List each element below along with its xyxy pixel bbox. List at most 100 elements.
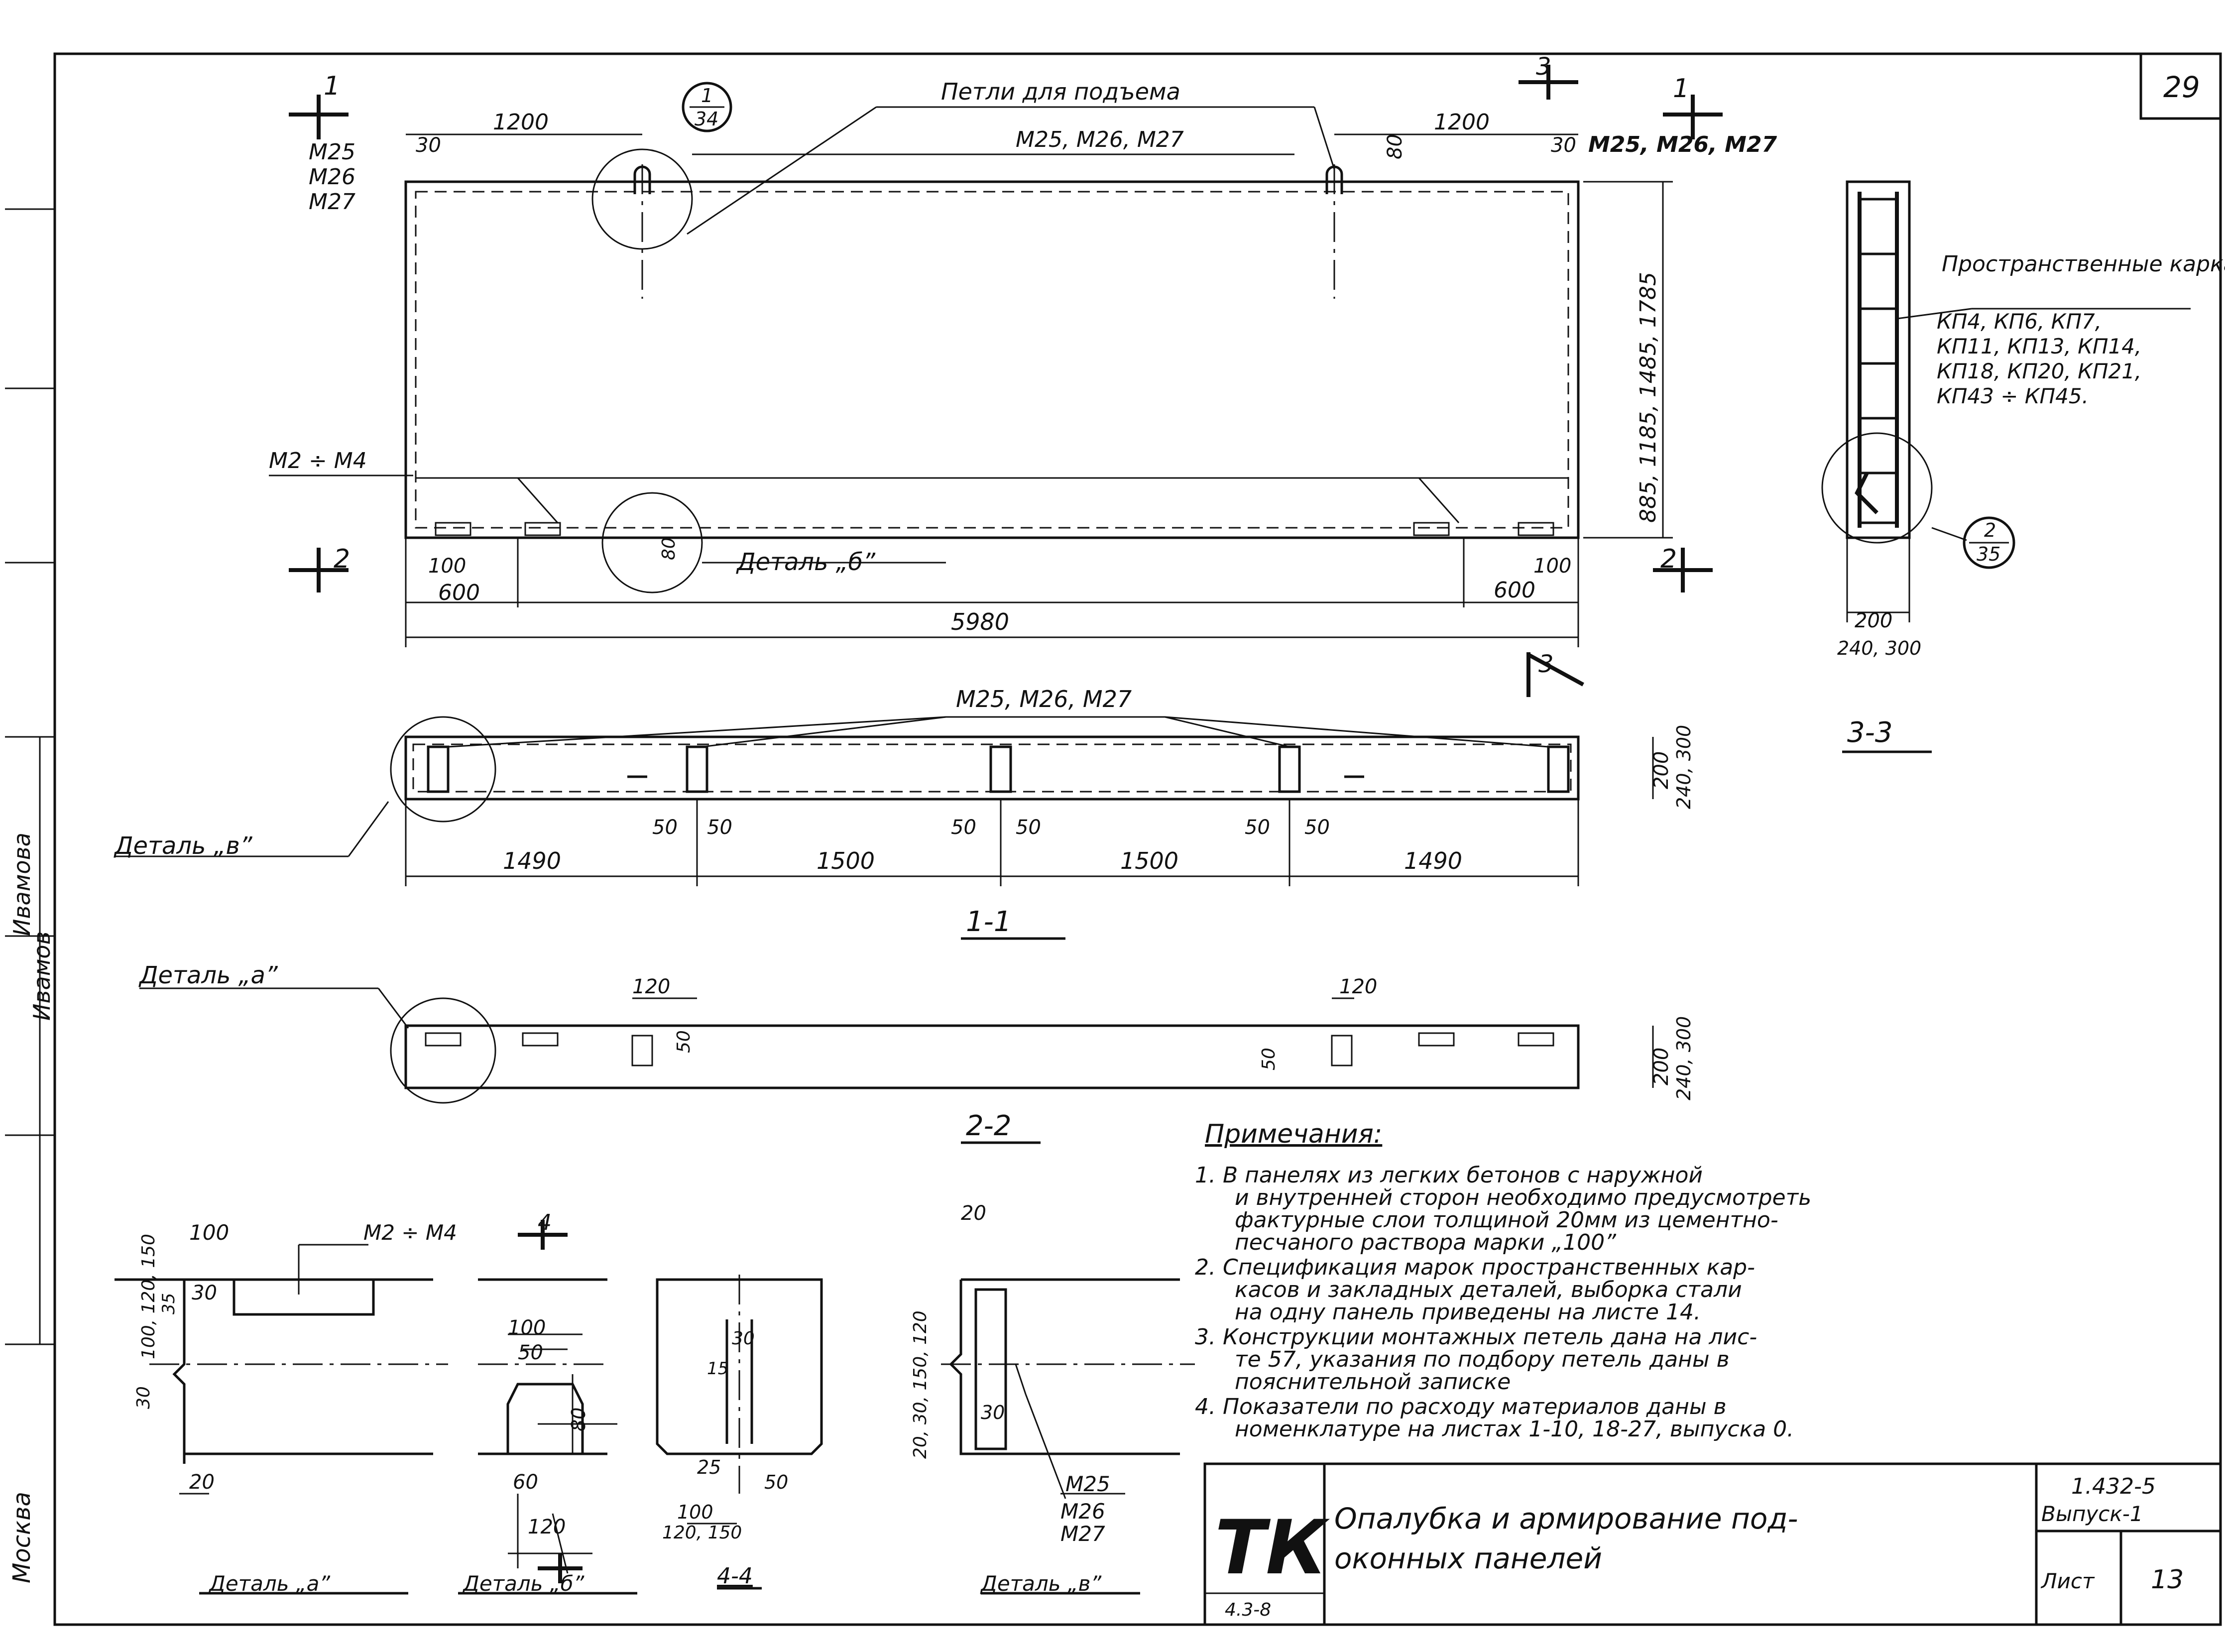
note-line-11: 4. Показатели по расходу материалов даны… bbox=[1195, 1394, 1727, 1419]
mark-v-3: М27 bbox=[1060, 1522, 1105, 1546]
sidebar-name-1: Ивамова bbox=[8, 832, 35, 936]
ref-circle-2-35 bbox=[1963, 516, 2015, 569]
note-line-9: те 57, указания по подбору петель даны в bbox=[1235, 1347, 1730, 1372]
dim-120-left: 120 bbox=[632, 975, 670, 998]
panel-plan-view bbox=[404, 148, 1580, 593]
dim-25-44: 25 bbox=[697, 1456, 721, 1478]
dim-50-4: 50 bbox=[1016, 816, 1041, 839]
span-2: 1500 bbox=[817, 847, 875, 874]
dim-200-22: 200 bbox=[1650, 1048, 1673, 1085]
dim-20-v: 20 bbox=[961, 1202, 986, 1225]
dims-v: 20, 30, 150, 120 bbox=[910, 1310, 931, 1459]
note-line-8: 3. Конструкции монтажных петель дана на … bbox=[1195, 1324, 1757, 1350]
note-line-1: 1. В панелях из легких бетонов с наружно… bbox=[1195, 1163, 1703, 1188]
dim-600-right: 600 bbox=[1494, 578, 1535, 603]
issue-label: Выпуск-1 bbox=[2041, 1502, 2143, 1526]
title-block bbox=[1203, 1462, 2222, 1626]
dim-50-44: 50 bbox=[764, 1471, 788, 1493]
dim-50-22-left: 50 bbox=[674, 1030, 694, 1053]
dim-15-44: 15 bbox=[707, 1359, 728, 1379]
detail-b-label: Деталь „б” bbox=[462, 1571, 585, 1596]
sheet-number-box bbox=[2139, 52, 2222, 120]
dim-30-a: 30 bbox=[192, 1282, 217, 1304]
span-1: 1490 bbox=[503, 847, 561, 874]
section-2-2-drawing bbox=[139, 987, 1654, 1144]
dim-50-b: 50 bbox=[518, 1341, 543, 1364]
dim-30-44: 30 bbox=[732, 1328, 755, 1349]
note-line-3: фактурные слои толщиной 20мм из цементно… bbox=[1235, 1207, 1778, 1233]
notes-list: 1. В панелях из легких бетонов с наружно… bbox=[1195, 1163, 1811, 1442]
dim-240-11: 240, 300 bbox=[1673, 725, 1695, 809]
dim-30b-a: 30 bbox=[133, 1386, 154, 1409]
note-line-10: пояснительной записке bbox=[1235, 1369, 1511, 1395]
cages-list-2: КП11, КП13, КП14, bbox=[1937, 334, 2141, 358]
section-4-4-label: 4-4 bbox=[717, 1563, 753, 1589]
detail-b-drawing bbox=[458, 1278, 637, 1595]
span-4: 1490 bbox=[1404, 847, 1462, 874]
dim-30-v: 30 bbox=[981, 1402, 1005, 1423]
dim-150-44: 120, 150 bbox=[662, 1523, 742, 1543]
detail-a-label: Деталь „а” bbox=[208, 1571, 331, 1596]
cages-list-1: КП4, КП6, КП7, bbox=[1937, 309, 2102, 334]
cages-list-4: КП43 ÷ КП45. bbox=[1937, 384, 2089, 408]
dim-80-bottom: 80 bbox=[659, 537, 679, 560]
title-logo-sub: 4.3-8 bbox=[1225, 1600, 1271, 1620]
note-line-4: песчаного раствора марки „100” bbox=[1235, 1230, 1617, 1255]
dim-20-a: 20 bbox=[189, 1471, 215, 1494]
dim-50-2: 50 bbox=[707, 816, 732, 839]
cages-title: Пространственные каркасы bbox=[1942, 251, 2225, 277]
marks-mid: М25, М26, М27 bbox=[1016, 127, 1184, 152]
mark-a: М2 ÷ М4 bbox=[363, 1220, 457, 1245]
dim-240-22: 240, 300 bbox=[1673, 1016, 1695, 1100]
dim-1200-right: 1200 bbox=[1434, 110, 1490, 135]
title-logo: ТК bbox=[1215, 1505, 1330, 1591]
note-line-7: на одну панель приведены на листе 14. bbox=[1235, 1299, 1701, 1325]
sheet-number: 29 bbox=[2163, 70, 2200, 104]
marks-left-3: М27 bbox=[309, 189, 355, 215]
sheet-label: Лист bbox=[2040, 1569, 2095, 1593]
dim-30-left: 30 bbox=[416, 134, 441, 157]
cut-marks-plan bbox=[289, 65, 1723, 697]
dim-200-33: 200 bbox=[1855, 609, 1892, 632]
notes-title: Примечания: bbox=[1205, 1119, 1382, 1149]
dim-30-right: 30 bbox=[1551, 134, 1576, 157]
section-1-1-drawing bbox=[115, 716, 1654, 940]
cut-3-top: 3 bbox=[1536, 53, 1551, 81]
dim-50-6: 50 bbox=[1304, 816, 1330, 839]
marks-1-1: М25, М26, М27 bbox=[956, 686, 1132, 712]
dim-200-11: 200 bbox=[1650, 751, 1673, 789]
note-line-5: 2. Спецификация марок пространственных к… bbox=[1195, 1255, 1755, 1280]
dim-120-b: 120 bbox=[528, 1516, 566, 1538]
ref-2-35-num: 2 bbox=[1984, 519, 1996, 541]
dim-100-b: 100 bbox=[508, 1316, 546, 1339]
marks-left-2: М26 bbox=[309, 164, 355, 190]
mark-v-2: М26 bbox=[1060, 1499, 1105, 1524]
ref-1-34-den: 34 bbox=[695, 108, 718, 130]
dim-100-left: 100 bbox=[428, 555, 466, 578]
marks-left-1: М25 bbox=[309, 139, 355, 165]
section-2-2-label: 2-2 bbox=[966, 1110, 1011, 1142]
cut-2-left: 2 bbox=[334, 544, 350, 574]
dim-height: 885, 1185, 1485, 1785 bbox=[1636, 272, 1661, 523]
section-4-4-drawing bbox=[656, 1275, 823, 1590]
detail-v-label: Деталь „в” bbox=[980, 1571, 1102, 1596]
dim-total: 5980 bbox=[951, 608, 1009, 635]
dim-240-33: 240, 300 bbox=[1837, 637, 1921, 659]
dim-80-b: 80 bbox=[568, 1408, 589, 1431]
sheet-frame bbox=[5, 52, 2222, 1626]
dim-35-a: 35 bbox=[159, 1293, 179, 1314]
dim-50-5: 50 bbox=[1245, 816, 1270, 839]
detail-a-callout: Деталь „а” bbox=[138, 961, 278, 989]
dim-100-right: 100 bbox=[1533, 555, 1571, 578]
ref-1-34-num: 1 bbox=[701, 85, 713, 107]
sidebar-name-2: Ивамов bbox=[28, 931, 55, 1021]
dim-1200-left: 1200 bbox=[493, 110, 549, 135]
note-line-6: касов и закладных деталей, выборка стали bbox=[1235, 1277, 1742, 1302]
dim-80: 80 bbox=[1384, 134, 1406, 159]
span-3: 1500 bbox=[1120, 847, 1178, 874]
section-3-3-label: 3-3 bbox=[1847, 716, 1892, 749]
dim-100-a: 100 bbox=[189, 1220, 229, 1245]
cages-list-3: КП18, КП20, КП21, bbox=[1937, 359, 2141, 383]
ref-2-35-den: 35 bbox=[1977, 543, 2000, 565]
